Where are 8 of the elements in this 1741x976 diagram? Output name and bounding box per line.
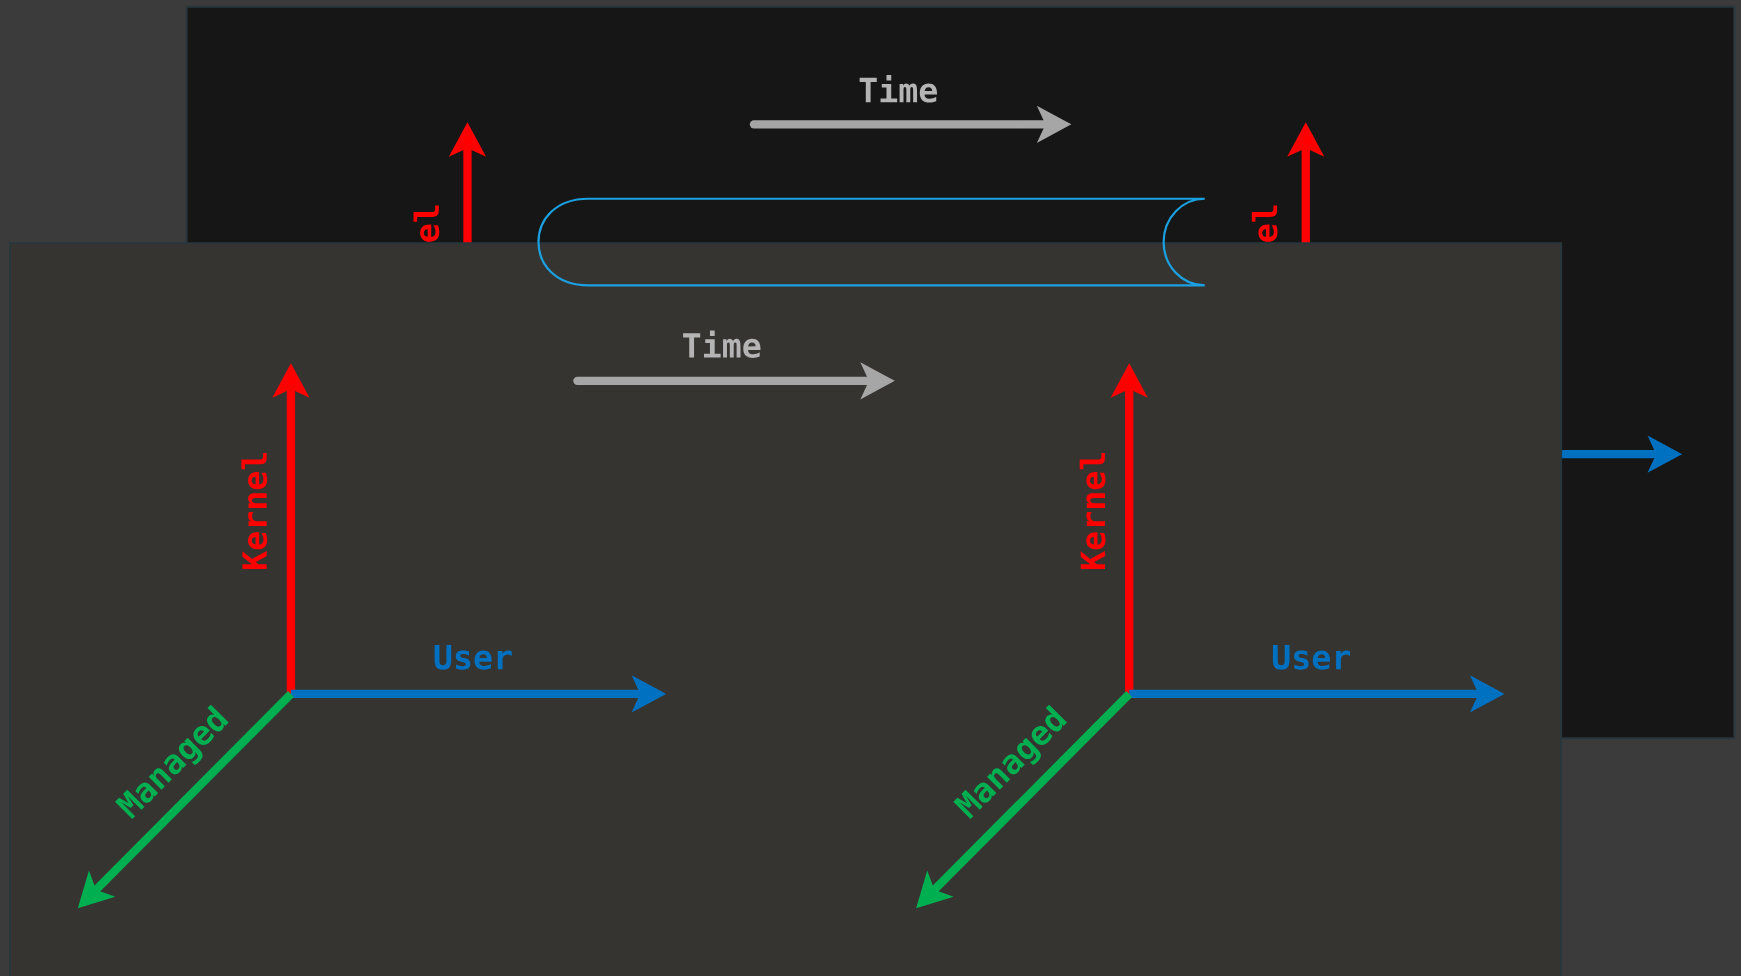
axis-label: User [434, 644, 512, 670]
axis-label: el [413, 205, 440, 242]
time-label: Time [859, 75, 937, 103]
axis-label: Kernel [1079, 452, 1106, 569]
axis-label: User [1272, 644, 1351, 670]
time-label: Time [683, 330, 761, 358]
axis-label: Kernel [241, 452, 268, 569]
axis-label: el [1251, 205, 1278, 242]
